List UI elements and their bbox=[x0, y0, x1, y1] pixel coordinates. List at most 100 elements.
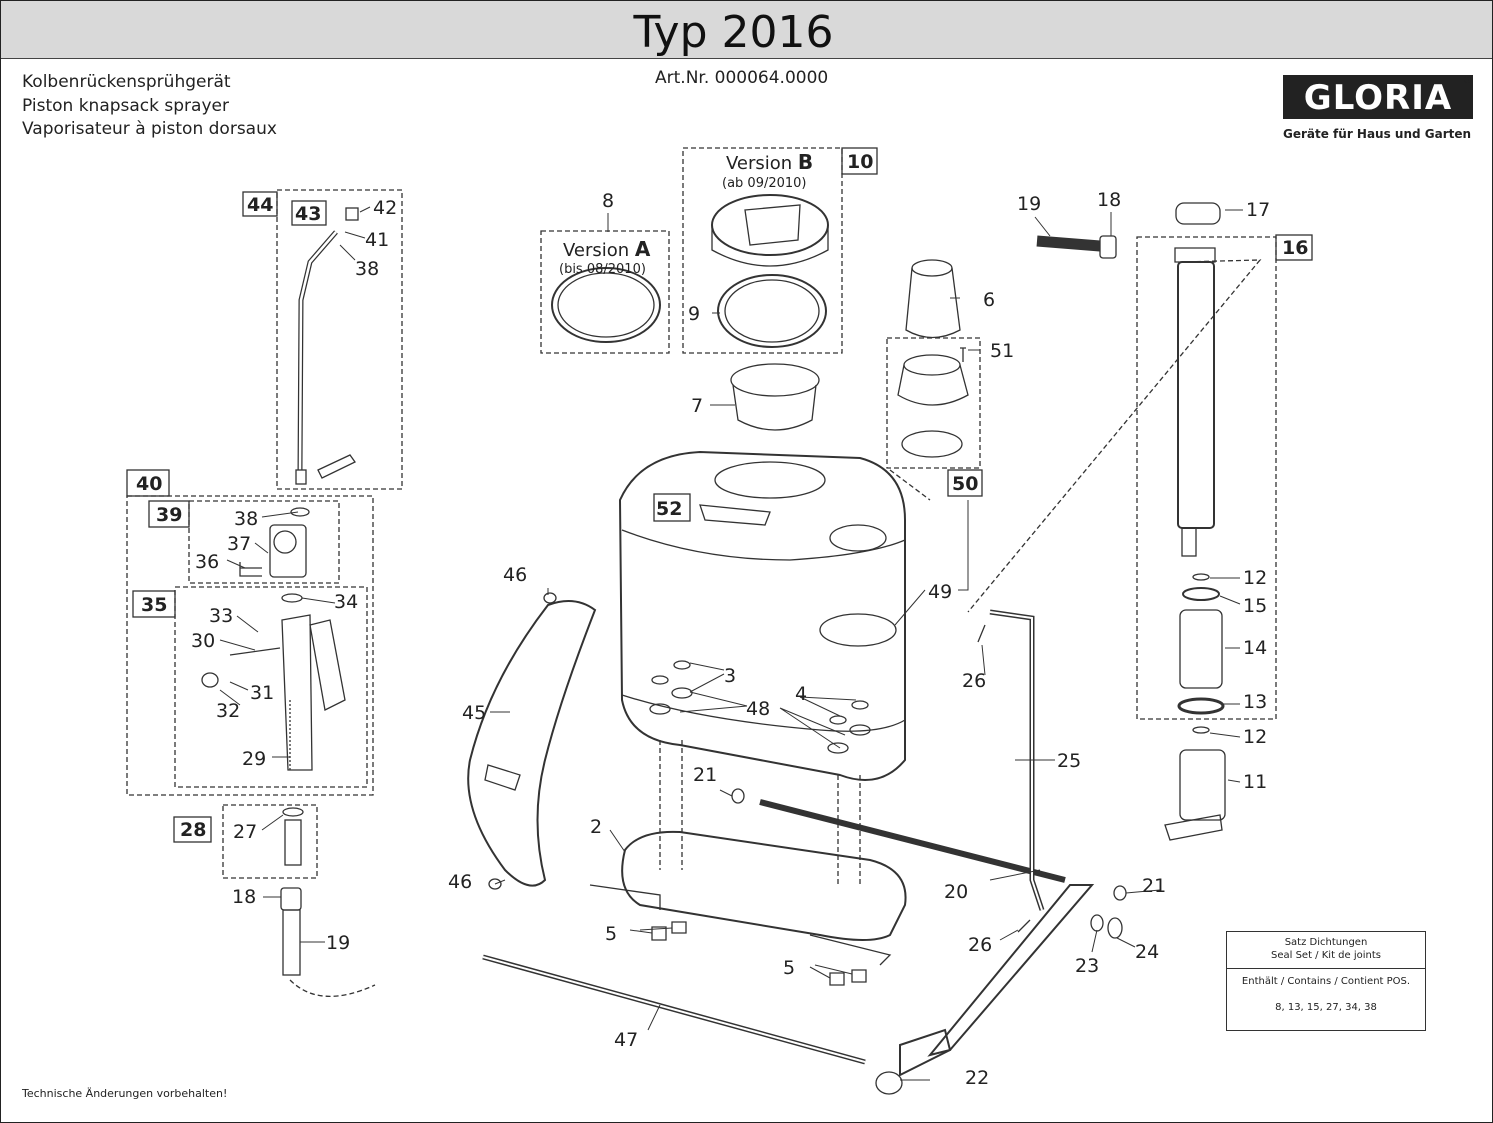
part-19-top: 19 bbox=[1017, 193, 1041, 215]
screw-51 bbox=[960, 347, 966, 362]
gasket-8-inner bbox=[557, 272, 655, 338]
seal-set-title-de: Satz Dichtungen bbox=[1284, 937, 1368, 948]
gloria-logo: GLORIA bbox=[1283, 75, 1473, 119]
frame-28 bbox=[222, 804, 318, 879]
washer-48-d bbox=[827, 742, 849, 754]
valve-body bbox=[269, 524, 307, 578]
footer-note: Technische Änderungen vorbehalten! bbox=[22, 1087, 228, 1100]
product-name-fr: Vaporisateur à piston dorsaux bbox=[22, 119, 277, 139]
part-26-top: 26 bbox=[962, 670, 986, 692]
part-49: 49 bbox=[928, 581, 952, 603]
hose-link-line bbox=[967, 259, 1262, 613]
washer-48-c bbox=[849, 724, 871, 736]
gasket-9-inner bbox=[724, 279, 820, 343]
lid-top bbox=[711, 194, 829, 256]
frame-44 bbox=[276, 189, 403, 490]
bolt-3-b bbox=[651, 675, 669, 685]
strainer-14 bbox=[1179, 609, 1223, 689]
brand-tagline: Geräte für Haus und Garten bbox=[1283, 127, 1472, 141]
tank-bottom-seam bbox=[621, 694, 906, 732]
washer-48-a bbox=[671, 687, 693, 699]
part-13: 13 bbox=[1243, 691, 1267, 713]
bolt-4-a bbox=[851, 700, 869, 710]
article-number: Art.Nr. 000064.0000 bbox=[655, 68, 829, 88]
bracket-52 bbox=[699, 504, 771, 526]
spray-lance bbox=[297, 230, 338, 471]
frame-version-a bbox=[540, 230, 670, 354]
gasket-9 bbox=[717, 274, 827, 348]
logo-text: GLORIA bbox=[1303, 78, 1453, 118]
version-a-date: (bis 08/2010) bbox=[559, 262, 646, 277]
valve-housing-11 bbox=[1179, 749, 1226, 821]
part-numbers: 42 41 38 38 37 36 34 33 30 31 32 29 27 1… bbox=[191, 189, 1270, 1089]
assembly-16: 16 bbox=[1282, 237, 1308, 259]
fitting-28 bbox=[284, 819, 302, 866]
box-43 bbox=[291, 200, 327, 226]
pump-cap-6 bbox=[911, 259, 953, 277]
part-34: 34 bbox=[334, 591, 358, 613]
part-38-top: 38 bbox=[355, 258, 379, 280]
pump-rod bbox=[1181, 527, 1197, 557]
washer-21-b bbox=[1113, 885, 1127, 901]
grease-tube bbox=[317, 454, 356, 479]
hose-nut-18-top bbox=[1099, 235, 1117, 259]
frame-16 bbox=[1136, 236, 1277, 720]
assembly-35: 35 bbox=[141, 594, 167, 616]
part-5-right: 5 bbox=[783, 957, 795, 979]
part-46-top: 46 bbox=[503, 564, 527, 586]
part-5-left: 5 bbox=[605, 923, 617, 945]
part-27: 27 bbox=[233, 821, 257, 843]
box-35 bbox=[132, 590, 176, 618]
seal-set-title-en-fr: Seal Set / Kit de joints bbox=[1271, 950, 1381, 961]
tank-flange-49 bbox=[819, 613, 897, 647]
trigger-lever bbox=[309, 619, 346, 711]
valve-rod-30 bbox=[229, 647, 281, 656]
part-18: 18 bbox=[232, 886, 256, 908]
assembly-39: 39 bbox=[156, 504, 182, 526]
spray-lance-inner bbox=[298, 231, 337, 471]
box-39 bbox=[148, 500, 190, 528]
part-15: 15 bbox=[1243, 595, 1267, 617]
part-45: 45 bbox=[462, 702, 486, 724]
pump-6-body bbox=[905, 267, 961, 339]
part-6: 6 bbox=[983, 289, 995, 311]
part-20: 20 bbox=[944, 881, 968, 903]
nut-24 bbox=[1107, 917, 1123, 939]
assembly-50: 50 bbox=[952, 473, 978, 495]
part-24: 24 bbox=[1135, 941, 1159, 963]
rod-47-inner bbox=[482, 956, 866, 1063]
box-10 bbox=[841, 147, 878, 175]
valve-screw bbox=[239, 562, 262, 577]
seal-ring-50 bbox=[901, 430, 963, 458]
frame-version-b bbox=[682, 147, 843, 354]
part-46-bottom: 46 bbox=[448, 871, 472, 893]
seal-set-box: Satz Dichtungen Seal Set / Kit de joints… bbox=[1226, 931, 1426, 1031]
product-name-de: Kolbenrückensprühgerät bbox=[22, 72, 231, 92]
part-8: 8 bbox=[602, 190, 614, 212]
clip-12-b bbox=[1192, 726, 1210, 734]
part-4: 4 bbox=[795, 683, 807, 705]
leader-lines bbox=[219, 206, 1243, 1081]
seal-34 bbox=[281, 593, 303, 603]
title-bar: Typ 2016 bbox=[1, 1, 1492, 59]
lid-side bbox=[711, 225, 829, 267]
part-23: 23 bbox=[1075, 955, 1099, 977]
tank-body bbox=[618, 450, 906, 781]
part-48: 48 bbox=[746, 698, 770, 720]
part-17: 17 bbox=[1246, 199, 1270, 221]
hose-link-19 bbox=[289, 979, 376, 997]
seal-38-b bbox=[290, 507, 310, 517]
alignment-lines bbox=[659, 740, 861, 885]
grip-end bbox=[875, 1071, 903, 1095]
washer-21-a bbox=[731, 788, 745, 804]
assembly-numbers: 44 43 40 39 35 28 10 52 50 16 bbox=[136, 151, 1308, 841]
part-3: 3 bbox=[724, 665, 736, 687]
rod-20 bbox=[759, 799, 1066, 883]
part-29: 29 bbox=[242, 748, 266, 770]
seal-set-divider bbox=[1227, 968, 1425, 969]
group-frames bbox=[126, 147, 1277, 997]
assembly-10: 10 bbox=[847, 151, 873, 173]
pump-lever bbox=[927, 884, 1095, 1057]
product-name-en: Piston knapsack sprayer bbox=[22, 96, 229, 116]
seal-27 bbox=[282, 807, 304, 817]
